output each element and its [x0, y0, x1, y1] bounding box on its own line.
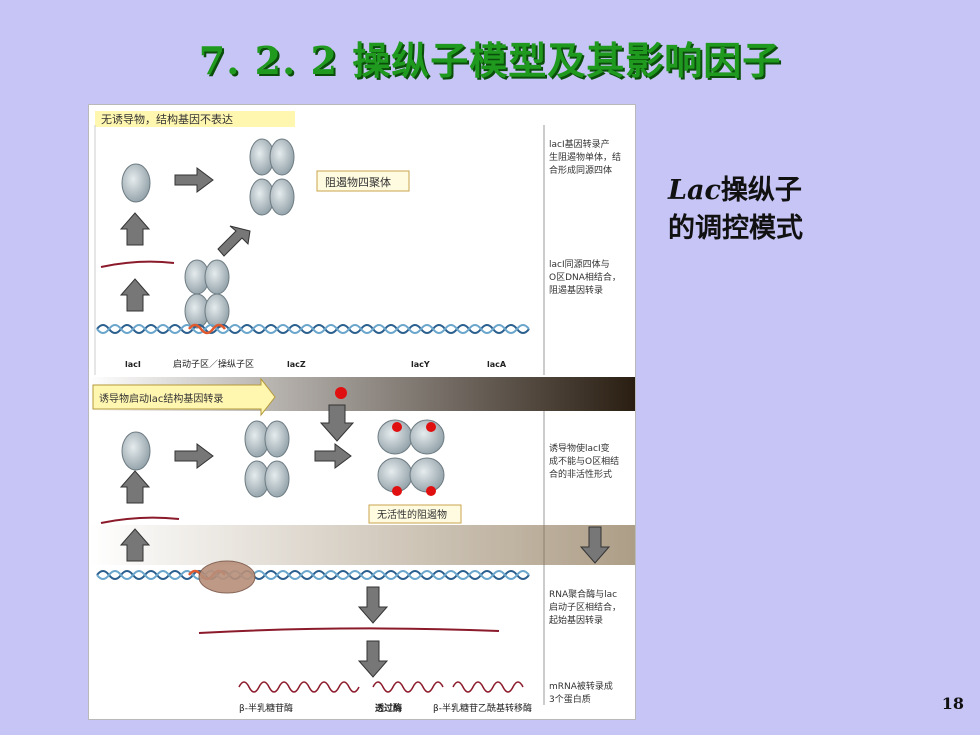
down-arrow-icon: [579, 526, 611, 564]
protein-coil-1: [238, 681, 360, 693]
repressor-tetramer: [249, 138, 295, 216]
top-banner: 无诱导物，结构基因不表达: [101, 112, 233, 126]
inducer-banner: 诱导物启动lac结构基因转录: [99, 392, 223, 405]
svg-text:合形成同源四体: 合形成同源四体: [549, 164, 612, 176]
gene-label-promoter: 启动子区／操纵子区: [173, 358, 254, 370]
svg-text:lacI基因转录产: lacI基因转录产: [549, 138, 610, 150]
caption-line1: 操纵子: [720, 175, 802, 206]
up-arrow-icon: [119, 212, 151, 246]
svg-text:mRNA被转录成: mRNA被转录成: [549, 680, 613, 692]
repressor-monomer: [121, 431, 151, 471]
side-note-3: 诱导物使lacI变 成不能与O区相结 合的非活性形式: [549, 442, 619, 480]
protein-label-3: β-半乳糖苷乙酰基转移酶: [433, 702, 532, 714]
mrna-strand: [100, 516, 180, 524]
up-arrow-icon: [119, 470, 151, 504]
side-note-2: lacI同源四体与 O区DNA相结合， 阻遏基因转录: [549, 258, 621, 296]
slide-title: 7. 2. 2 操纵子模型及其影响因子: [198, 38, 782, 83]
protein-coil-2: [372, 681, 444, 693]
mrna-transcript: [198, 627, 500, 634]
lac-operon-figure: 无诱导物，结构基因不表达 阻遏物四聚体 la: [88, 104, 636, 720]
down-arrow-icon: [319, 404, 355, 442]
side-note-4: RNA聚合酶与lac 启动子区相结合， 起始基因转录: [549, 588, 621, 626]
gene-label-laca: lacA: [487, 360, 507, 369]
repressor-box-label: 阻遏物四聚体: [325, 175, 391, 189]
inducer-arrow: [92, 377, 276, 417]
side-note-1: lacI基因转录产 生阻遏物单体，结 合形成同源四体: [549, 138, 621, 176]
bound-tetramer: [184, 259, 230, 329]
down-arrow-icon: [357, 586, 389, 624]
svg-text:合的非活性形式: 合的非活性形式: [549, 468, 612, 480]
svg-text:诱导物使lacI变: 诱导物使lacI变: [549, 442, 610, 454]
protein-label-2: 透过酶: [375, 702, 402, 714]
protein-label-1: β-半乳糖苷酶: [239, 702, 293, 714]
protein-coil-3: [452, 681, 524, 693]
inactive-box: [368, 504, 462, 524]
svg-text:3个蛋白质: 3个蛋白质: [549, 693, 591, 705]
up-arrow-icon: [119, 528, 151, 562]
gene-label-lacy: lacY: [411, 360, 430, 369]
repressor-box: [316, 170, 410, 192]
diagonal-arrow-icon: [217, 225, 251, 257]
page-number: 18: [941, 694, 964, 713]
lac-operon-diagram: 无诱导物，结构基因不表达 阻遏物四聚体 la: [89, 111, 635, 714]
gene-label-lacz: lacZ: [287, 360, 306, 369]
side-caption: Lac操纵子 的调控模式: [668, 172, 868, 248]
side-note-5: mRNA被转录成 3个蛋白质: [549, 680, 613, 705]
svg-text:阻遏基因转录: 阻遏基因转录: [549, 284, 603, 296]
svg-text:O区DNA相结合，: O区DNA相结合，: [549, 271, 621, 283]
inactive-tetramer: [377, 419, 445, 496]
mrna-strand: [100, 260, 175, 268]
section-separator: [89, 525, 635, 565]
svg-text:RNA聚合酶与lac: RNA聚合酶与lac: [549, 588, 617, 600]
right-arrow-icon: [174, 167, 214, 193]
gene-label-laci: lacI: [125, 360, 141, 369]
svg-text:起始基因转录: 起始基因转录: [549, 614, 603, 626]
caption-line2: 的调控模式: [668, 213, 803, 244]
inducer-molecule: [335, 387, 347, 399]
caption-italic: Lac: [668, 175, 721, 206]
right-arrow-icon: [314, 443, 352, 469]
svg-text:lacI同源四体与: lacI同源四体与: [549, 258, 610, 270]
top-banner-bg: [95, 111, 295, 127]
dna-helix: [96, 569, 530, 581]
svg-text:成不能与O区相结: 成不能与O区相结: [549, 455, 619, 467]
dna-helix: [96, 323, 530, 335]
rna-polymerase: [198, 560, 256, 594]
down-arrow-icon: [357, 640, 389, 678]
svg-text:生阻遏物单体，结: 生阻遏物单体，结: [549, 151, 621, 163]
up-arrow-icon: [119, 278, 151, 312]
right-arrow-icon: [174, 443, 214, 469]
inactive-box-label: 无活性的阻遏物: [377, 508, 447, 521]
svg-text:启动子区相结合，: 启动子区相结合，: [549, 601, 621, 613]
repressor-tetramer: [244, 420, 290, 498]
repressor-monomer: [121, 163, 151, 203]
